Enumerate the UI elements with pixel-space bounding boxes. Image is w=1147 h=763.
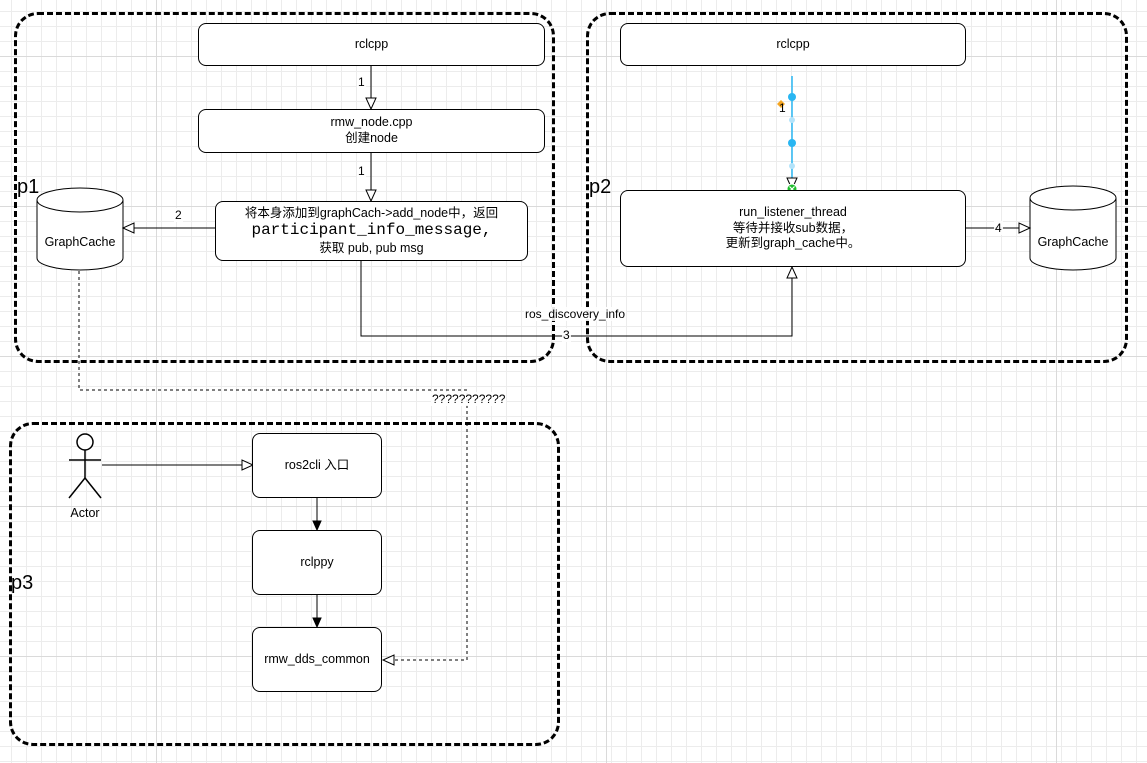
edge-4-listener-graphcache [966,222,1032,234]
add-node-box[interactable]: 将本身添加到graphCach->add_node中，返回 participan… [215,201,528,261]
grid-major-line [0,506,1147,507]
edge-1-rclcpp-rmw-node [365,66,377,111]
rmw-node-line2: 创建node [345,131,398,145]
edge-actor-ros2cli [102,459,255,471]
graphcache-label-p1: GraphCache [44,235,116,249]
grid-major-line [1056,0,1057,763]
edge-unknown-dashed [78,271,468,666]
actor-figure [68,433,102,499]
graphcache-cylinder-p2 [1029,185,1117,271]
rclpy-label: rclppy [300,554,334,569]
listener-line1: run_listener_thread [739,205,847,220]
grid-major-line [0,206,1147,207]
rclcpp-label-p1: rclcpp [354,36,389,51]
edge-label-1c: 1 [779,101,786,115]
grid-major-line [0,356,1147,357]
edge-ros2cli-rclpy [312,498,322,532]
grid-major-line [0,56,1147,57]
add-node-line3: 获取 pub, pub msg [319,240,424,255]
group-p1[interactable] [14,12,555,363]
actor-label: Actor [70,506,100,520]
group-label-p3: p3 [11,572,34,594]
add-node-line2: participant_info_message, [251,221,492,240]
rmw-dds-common-box[interactable]: rmw_dds_common [252,627,382,692]
listener-box[interactable]: run_listener_thread 等待并接收sub数据， 更新到graph… [620,190,966,267]
rmw-node-line1: rmw_node.cpp [330,115,413,130]
rclcpp-box-p1[interactable]: rclcpp [198,23,545,66]
edge-1-selected-p2 [777,76,798,195]
edge-rclpy-rmw-dds-common [312,595,322,629]
edge-3-ros-discovery-info [360,261,798,337]
grid-major-line [606,0,607,763]
listener-line3: 更新到graph_cache中。 [725,236,861,251]
rmw-dds-common-label: rmw_dds_common [264,651,370,666]
graphcache-label-p2: GraphCache [1037,235,1109,249]
group-p2[interactable] [586,12,1128,363]
edge-2-add-node-graphcache [121,222,215,234]
edge-label-unknown: ??????????? [431,392,507,406]
rclcpp-label-p2: rclcpp [776,36,810,51]
grid-major-line [0,656,1147,657]
edge-label-3: 3 [562,328,571,342]
edge-label-2: 2 [174,208,183,222]
rmw-node-box[interactable]: rmw_node.cpp 创建node [198,109,545,153]
ros2cli-label: ros2cli 入口 [284,457,350,472]
group-label-p1: p1 [17,176,40,198]
graphcache-cylinder-p1 [36,187,124,271]
edge-label-1a: 1 [357,75,366,89]
ros2cli-box[interactable]: ros2cli 入口 [252,433,382,498]
edge-label-3-name: ros_discovery_info [524,307,627,321]
add-node-line1: 将本身添加到graphCach->add_node中，返回 [244,205,499,220]
listener-line2: 等待并接收sub数据， [732,220,854,235]
edge-label-1b: 1 [357,164,366,178]
edge-1-rmw-node-add-node [365,153,377,203]
edge-label-4: 4 [994,221,1003,235]
rclcpp-box-p2[interactable]: rclcpp [620,23,966,66]
rclpy-box[interactable]: rclppy [252,530,382,595]
grid-major-line [156,0,157,763]
group-label-p2: p2 [589,176,612,198]
group-p3[interactable] [9,422,560,746]
